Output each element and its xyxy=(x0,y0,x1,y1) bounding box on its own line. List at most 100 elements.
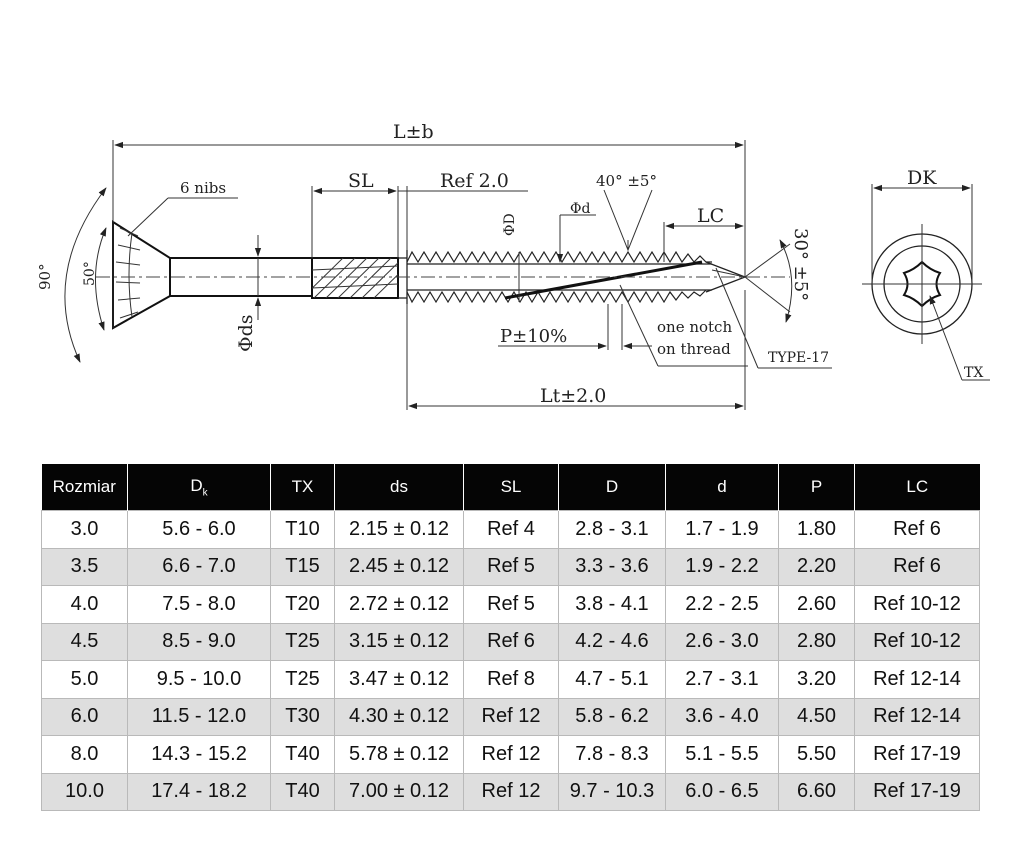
table-cell: T25 xyxy=(270,622,335,661)
table-cell: 6.0 xyxy=(41,697,128,736)
table-cell: Ref 5 xyxy=(463,585,559,624)
table-cell: 2.45 ± 0.12 xyxy=(334,547,464,586)
table-cell: 3.5 xyxy=(41,547,128,586)
major-diameter-label: ΦD xyxy=(502,213,518,236)
table-cell: Ref 12-14 xyxy=(854,660,980,699)
length-label: L±b xyxy=(393,121,434,143)
table-cell: 2.80 xyxy=(778,622,855,661)
screw-shank xyxy=(170,250,408,304)
shank-diameter-label: Φds xyxy=(235,315,257,353)
nibs-label: 6 nibs xyxy=(180,179,226,197)
table-cell: 4.5 xyxy=(41,622,128,661)
table-cell: 2.7 - 3.1 xyxy=(665,660,779,699)
head-top-view xyxy=(862,224,982,344)
table-cell: T30 xyxy=(270,697,335,736)
table-cell: 3.6 - 4.0 xyxy=(665,697,779,736)
head-inner-angle-label: 50° xyxy=(82,261,98,286)
table-cell: 5.0 xyxy=(41,660,128,699)
table-cell: 1.9 - 2.2 xyxy=(665,547,779,586)
table-cell: 7.8 - 8.3 xyxy=(558,735,666,774)
table-cell: 9.7 - 10.3 xyxy=(558,772,666,811)
notch-label-line2: on thread xyxy=(657,340,731,358)
table-cell: 1.80 xyxy=(778,510,855,549)
sl-label: SL xyxy=(348,170,374,192)
table-cell: 3.47 ± 0.12 xyxy=(334,660,464,699)
table-cell: 11.5 - 12.0 xyxy=(127,697,271,736)
column-header: d xyxy=(665,464,779,511)
table-cell: 10.0 xyxy=(41,772,128,811)
column-header: Dk xyxy=(127,464,271,511)
table-cell: 6.6 - 7.0 xyxy=(127,547,271,586)
table-cell: Ref 5 xyxy=(463,547,559,586)
table-cell: T40 xyxy=(270,735,335,774)
tip-angle-label: 30° ±5° xyxy=(790,228,811,301)
table-cell: 4.30 ± 0.12 xyxy=(334,697,464,736)
table-cell: 6.0 - 6.5 xyxy=(665,772,779,811)
table-cell: 3.3 - 3.6 xyxy=(558,547,666,586)
table-cell: 5.6 - 6.0 xyxy=(127,510,271,549)
column-header: SL xyxy=(463,464,559,511)
table-cell: Ref 17-19 xyxy=(854,735,980,774)
table-cell: 3.20 xyxy=(778,660,855,699)
ref-label: Ref 2.0 xyxy=(440,170,509,192)
table-cell: 3.0 xyxy=(41,510,128,549)
table-cell: 9.5 - 10.0 xyxy=(127,660,271,699)
lc-label: LC xyxy=(697,205,724,227)
column-header: TX xyxy=(270,464,335,511)
table-cell: 7.5 - 8.0 xyxy=(127,585,271,624)
table-cell: 2.60 xyxy=(778,585,855,624)
table-cell: 2.15 ± 0.12 xyxy=(334,510,464,549)
thread-length-label: Lt±2.0 xyxy=(540,385,606,407)
tip-thread-angle-label: 40° ±5° xyxy=(596,172,657,190)
table-cell: 3.15 ± 0.12 xyxy=(334,622,464,661)
table-cell: Ref 12 xyxy=(463,772,559,811)
column-header: LC xyxy=(854,464,980,511)
table-cell: T40 xyxy=(270,772,335,811)
table-cell: 4.7 - 5.1 xyxy=(558,660,666,699)
table-cell: Ref 17-19 xyxy=(854,772,980,811)
table-cell: Ref 6 xyxy=(854,547,980,586)
table-cell: T15 xyxy=(270,547,335,586)
table-cell: Ref 10-12 xyxy=(854,585,980,624)
table-cell: 2.72 ± 0.12 xyxy=(334,585,464,624)
column-header: D xyxy=(558,464,666,511)
table-cell: 5.8 - 6.2 xyxy=(558,697,666,736)
table-cell: 5.78 ± 0.12 xyxy=(334,735,464,774)
table-cell: T20 xyxy=(270,585,335,624)
screw-head xyxy=(112,220,171,330)
table-cell: Ref 10-12 xyxy=(854,622,980,661)
table-cell: 8.5 - 9.0 xyxy=(127,622,271,661)
table-cell: Ref 12 xyxy=(463,697,559,736)
column-header: ds xyxy=(334,464,464,511)
pitch-label: P±10% xyxy=(500,326,567,347)
table-cell: 7.00 ± 0.12 xyxy=(334,772,464,811)
table-cell: Ref 12-14 xyxy=(854,697,980,736)
table-cell: Ref 4 xyxy=(463,510,559,549)
type-label: TYPE-17 xyxy=(768,350,829,366)
table-cell: T10 xyxy=(270,510,335,549)
table-cell: Ref 12 xyxy=(463,735,559,774)
table-cell: Ref 6 xyxy=(463,622,559,661)
table-cell: 8.0 xyxy=(41,735,128,774)
table-cell: 5.1 - 5.5 xyxy=(665,735,779,774)
table-cell: 1.7 - 1.9 xyxy=(665,510,779,549)
table-cell: 6.60 xyxy=(778,772,855,811)
table-cell: 4.50 xyxy=(778,697,855,736)
table-cell: Ref 8 xyxy=(463,660,559,699)
table-cell: 2.20 xyxy=(778,547,855,586)
table-cell: 14.3 - 15.2 xyxy=(127,735,271,774)
table-cell: 4.2 - 4.6 xyxy=(558,622,666,661)
column-header: Rozmiar xyxy=(41,464,128,511)
table-cell: Ref 6 xyxy=(854,510,980,549)
minor-diameter-label: Φd xyxy=(570,201,590,217)
dk-label: DK xyxy=(907,167,937,189)
table-cell: 2.8 - 3.1 xyxy=(558,510,666,549)
notch-label-line1: one notch xyxy=(657,318,732,336)
